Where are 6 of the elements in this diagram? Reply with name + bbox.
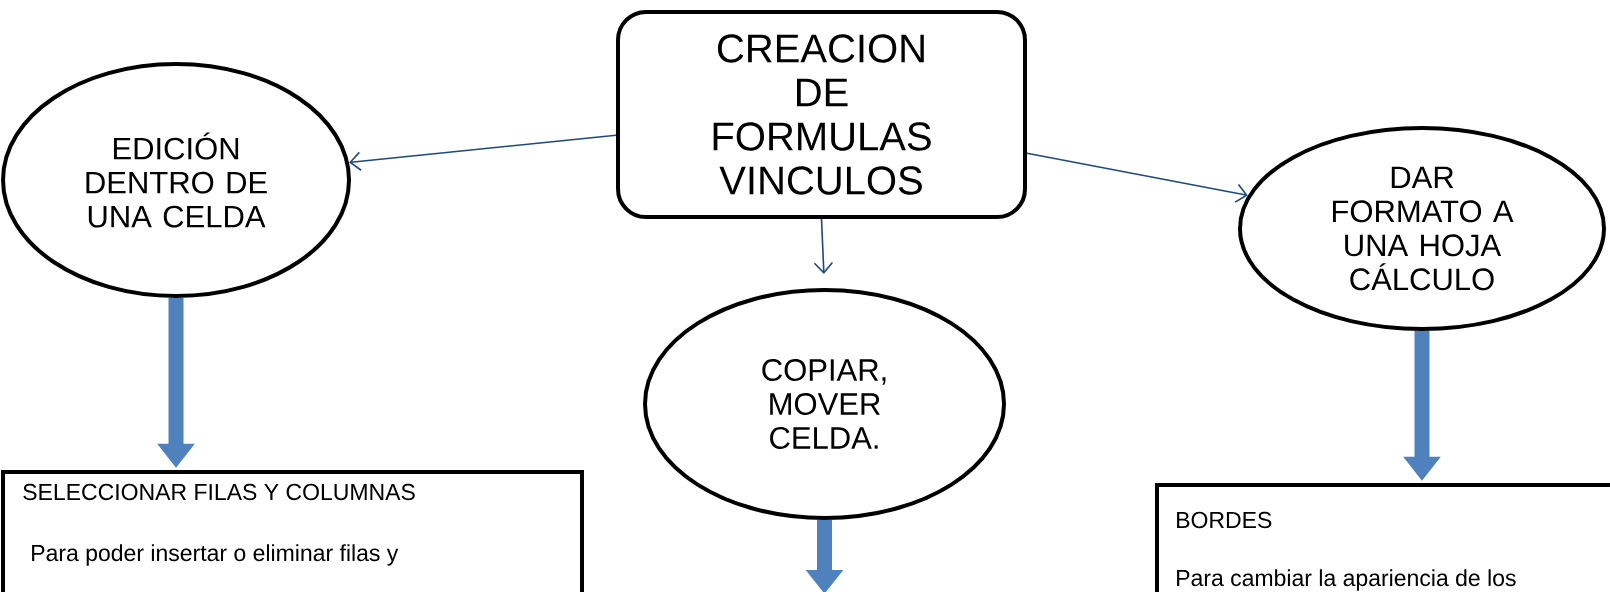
text-box: SELECCIONAR FILAS Y COLUMNAS Para poder insertar o eliminar filas y bbox=[1, 470, 584, 592]
text-box: BORDES Para cambiar la apariencia de los bbox=[1155, 483, 1610, 592]
arrow bbox=[349, 134, 617, 172]
arrow bbox=[1026, 152, 1248, 203]
arrow bbox=[813, 218, 834, 274]
process-box: CREACION DE FORMULAS VINCULOS bbox=[616, 10, 1027, 219]
